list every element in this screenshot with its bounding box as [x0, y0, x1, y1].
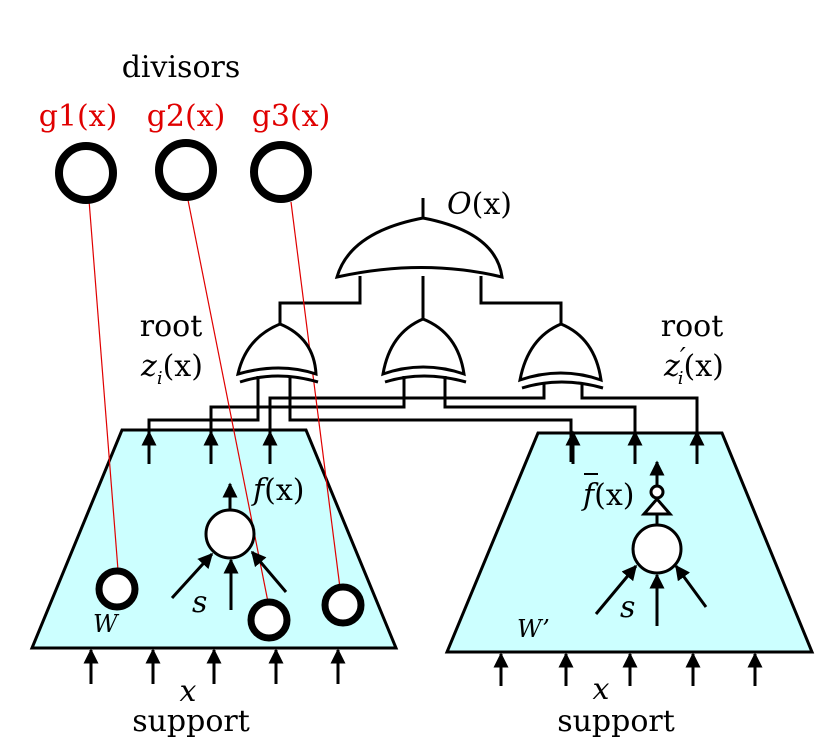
left-weight-circle-a: [95, 567, 139, 611]
left-function-label: f(x): [251, 473, 304, 508]
right-support-label: support: [557, 704, 675, 739]
right-internal: [594, 460, 708, 626]
right-circuit-box: [444, 431, 815, 654]
output-or-gate: [334, 216, 504, 280]
left-input-label: x: [180, 674, 197, 709]
left-root-title: root: [140, 309, 203, 344]
left-weight-label: W: [93, 610, 120, 638]
divisor-label-g1: g1(x): [39, 99, 118, 134]
right-root-title: root: [661, 309, 724, 344]
left-internal: [95, 482, 365, 642]
right-s-label: s: [620, 590, 635, 625]
right-neuron-node: [631, 523, 683, 575]
divisor-label-g3: g3(x): [252, 99, 331, 134]
right-function-label: f(x): [581, 478, 634, 513]
left-s-label: s: [192, 585, 207, 620]
divisors-title: divisors: [122, 50, 241, 85]
left-weight-circle-c: [321, 583, 365, 627]
right-root-var: z′i(x): [663, 343, 724, 389]
left-support-label: support: [132, 704, 250, 739]
divisor-circle-g3: [250, 141, 312, 203]
divisor-label-g2: g2(x): [147, 99, 226, 134]
box-output-arrows: [141, 430, 705, 464]
support-arrows: [83, 648, 763, 686]
divisor-circle-g2: [155, 139, 217, 201]
right-weight-label: W’: [517, 615, 550, 643]
or-gate-middle: [381, 317, 467, 384]
left-root-var: zi(x): [140, 349, 203, 389]
output-label: O(x): [447, 187, 512, 222]
or-gate-left: [235, 322, 319, 384]
divisor-circle-g1: [55, 142, 117, 204]
inverter-bubble: [649, 484, 665, 500]
or-gate-right: [518, 322, 604, 390]
left-weight-circle-b: [247, 598, 291, 642]
divisor-circles: [55, 139, 312, 204]
right-input-label: x: [593, 672, 610, 707]
left-neuron-node: [204, 508, 256, 560]
